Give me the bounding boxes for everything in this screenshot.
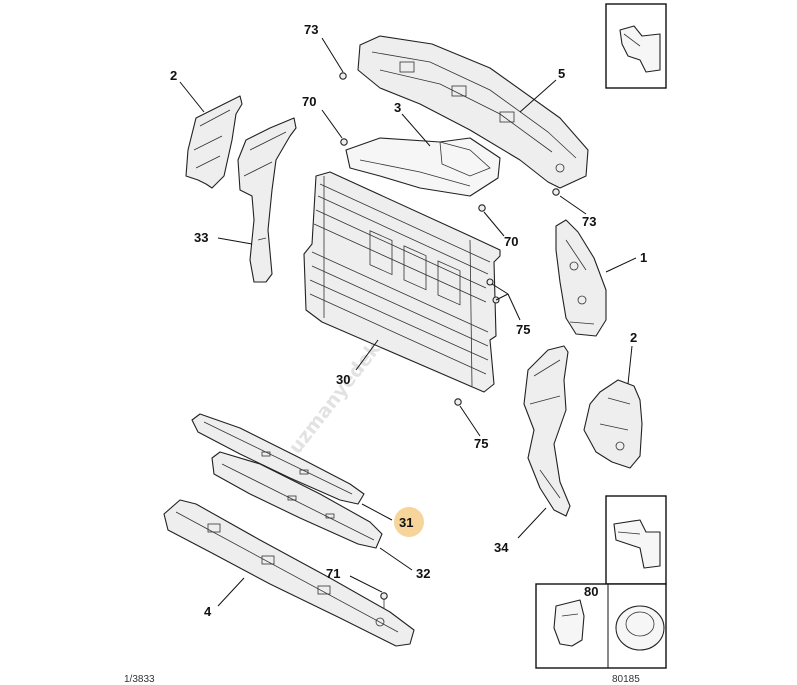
callout-73b[interactable]: 73 xyxy=(582,214,596,229)
callout-2b[interactable]: 2 xyxy=(630,330,637,345)
inset-box-top[interactable] xyxy=(605,3,667,89)
callout-5[interactable]: 5 xyxy=(558,66,565,81)
part-5-upper-crossmember[interactable] xyxy=(357,35,589,189)
callout-75a[interactable]: 75 xyxy=(516,322,530,337)
part-30-radiator-frame[interactable] xyxy=(303,171,501,393)
callout-70b[interactable]: 70 xyxy=(504,234,518,249)
screw-73b[interactable] xyxy=(552,188,560,196)
callout-31-highlight xyxy=(394,507,424,537)
part-32-lower-bar[interactable] xyxy=(211,451,383,549)
part-31-lower-deflector[interactable] xyxy=(191,413,365,505)
part-3-air-deflector[interactable] xyxy=(345,137,501,197)
inset-box-80[interactable]: 80 xyxy=(535,583,667,669)
callout-73a[interactable]: 73 xyxy=(304,22,318,37)
footer-ref-left: 1/3833 xyxy=(124,674,155,685)
screw-70a[interactable] xyxy=(340,138,348,146)
callout-2a[interactable]: 2 xyxy=(170,68,177,83)
callout-4[interactable]: 4 xyxy=(204,604,212,619)
callout-34[interactable]: 34 xyxy=(494,540,509,555)
screw-71[interactable] xyxy=(380,592,388,608)
callout-71[interactable]: 71 xyxy=(326,566,340,581)
screw-70b[interactable] xyxy=(478,204,486,212)
callout-80[interactable]: 80 xyxy=(584,584,598,599)
callout-30[interactable]: 30 xyxy=(336,372,350,387)
part-4-lower-crossmember[interactable] xyxy=(163,499,415,647)
inset-box-middle[interactable] xyxy=(605,495,667,585)
part-1-right-bracket[interactable] xyxy=(555,219,607,337)
part-2-side-deflector-right[interactable] xyxy=(583,379,643,469)
callout-33[interactable]: 33 xyxy=(194,230,208,245)
callout-31[interactable]: 31 xyxy=(399,515,413,530)
screw-73a[interactable] xyxy=(339,72,347,80)
callout-3[interactable]: 3 xyxy=(394,100,401,115)
part-34-side-duct-right[interactable] xyxy=(523,345,571,517)
callout-labels: 73 5 2 70 3 33 70 73 1 75 2 30 75 31 34 … xyxy=(170,22,647,619)
callout-70a[interactable]: 70 xyxy=(302,94,316,109)
leader-lines xyxy=(179,37,637,607)
callout-32[interactable]: 32 xyxy=(416,566,430,581)
callout-75b[interactable]: 75 xyxy=(474,436,488,451)
callout-1[interactable]: 1 xyxy=(640,250,647,265)
screw-75b[interactable] xyxy=(454,398,462,406)
footer-ref-right: 80185 xyxy=(612,674,640,685)
part-33-side-duct-left[interactable] xyxy=(237,117,297,283)
part-2-side-deflector-left[interactable] xyxy=(185,95,243,189)
